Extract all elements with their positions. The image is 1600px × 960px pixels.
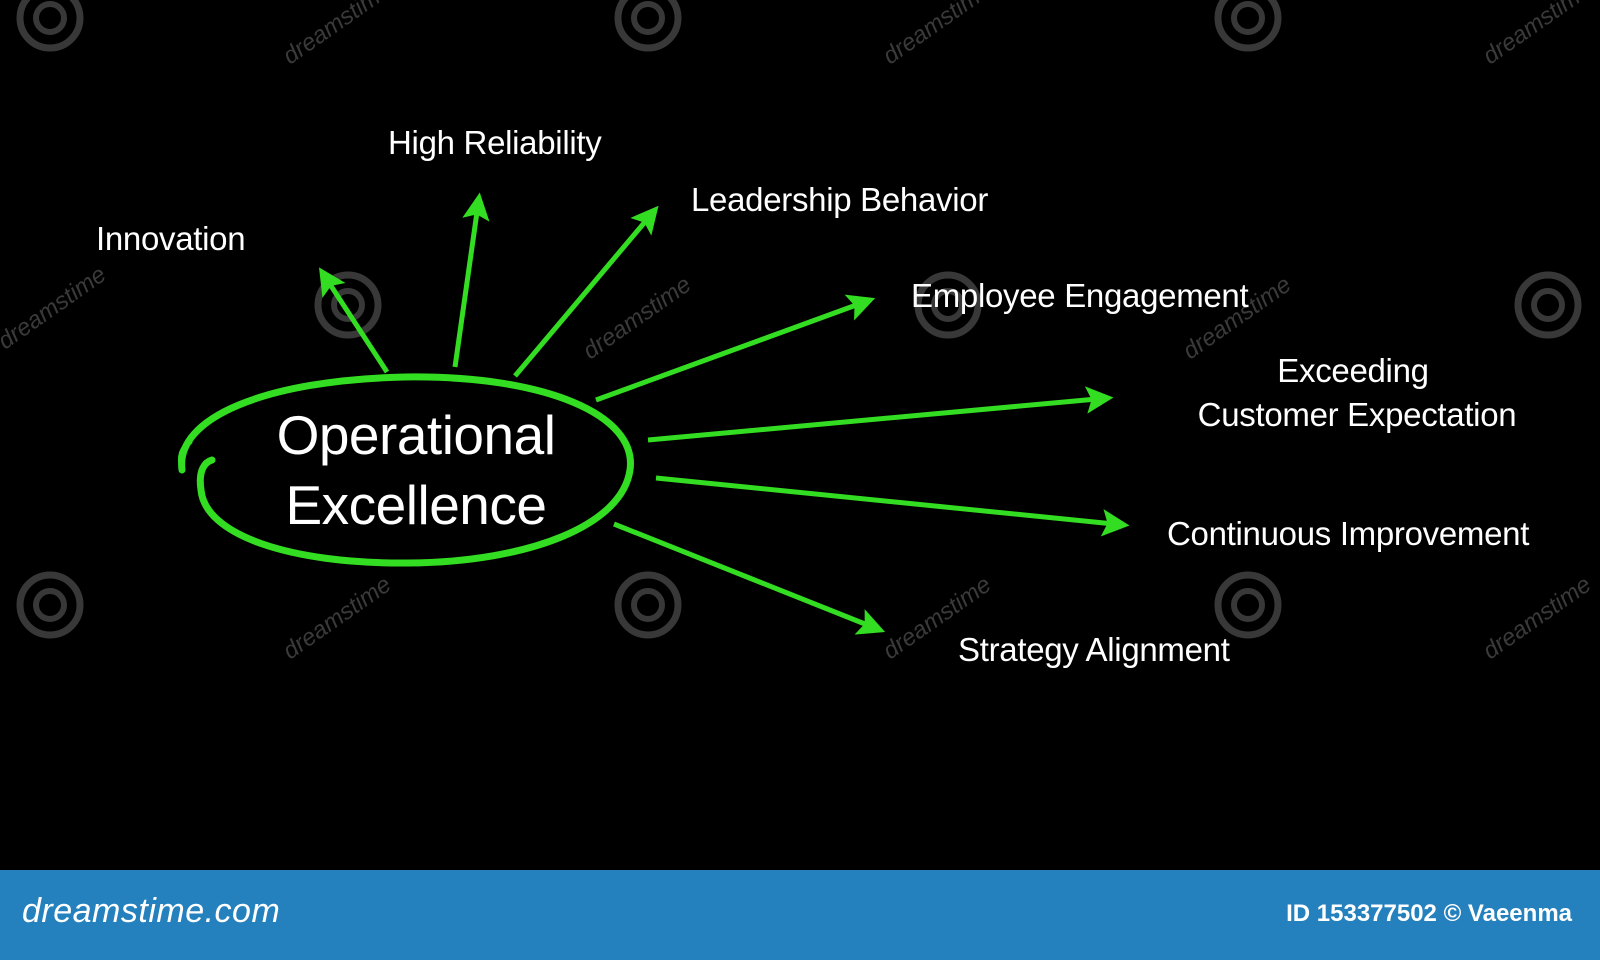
footer-bar: dreamstime.com ID 153377502 © Vaeenma [0, 870, 1600, 960]
spiral-logo-icon [614, 0, 682, 52]
spiral-logo-icon [314, 271, 382, 339]
node-label-leadership-behavior: Leadership Behavior [691, 181, 988, 218]
spiral-logo-icon [914, 271, 982, 339]
spiral-logo-icon [1214, 0, 1282, 52]
node-label-high-reliability: High Reliability [388, 124, 602, 161]
center-label-line1: Operational [277, 404, 556, 466]
center-label: Operational Excellence [277, 404, 556, 536]
node-label-employee-engagement: Employee Engagement [911, 277, 1248, 314]
node-label-innovation: Innovation [96, 220, 245, 257]
watermark-text: dreamstime [878, 0, 996, 70]
arrow-continuous-improvement [655, 475, 1130, 537]
watermark-text: dreamstime [1478, 571, 1596, 665]
center-label-line2: Excellence [286, 474, 547, 536]
arrow-exceeding-customer-expectation [647, 386, 1114, 443]
node-label-customer-expectation: Customer Expectation [1198, 396, 1517, 433]
watermark-text: dreamstime [278, 571, 396, 665]
node-label-continuous-improvement: Continuous Improvement [1167, 515, 1529, 552]
watermark-layer: dreamstime dreamstime dreamstime dreamst… [0, 0, 1596, 665]
spiral-logo-icon [16, 571, 84, 639]
arrow-strategy-alignment [613, 521, 886, 635]
footer-brand-logo: dreamstime.com [22, 892, 281, 930]
arrows [319, 192, 1130, 635]
center-ellipse [177, 373, 634, 567]
watermark-text: dreamstime [278, 0, 396, 70]
watermark-text: dreamstime [578, 271, 696, 365]
arrow-leadership-behavior [513, 205, 659, 378]
arrow-high-reliability [452, 192, 490, 368]
spiral-logo-icon [1514, 271, 1582, 339]
arrow-innovation [319, 267, 390, 374]
node-label-strategy-alignment: Strategy Alignment [958, 631, 1230, 668]
arrow-employee-engagement [595, 294, 876, 403]
node-labels: Innovation High Reliability Leadership B… [96, 124, 1530, 668]
watermark-text: dreamstime [0, 261, 111, 355]
diagram-graphic: dreamstime dreamstime dreamstime dreamst… [0, 0, 1596, 668]
node-label-exceeding: Exceeding [1277, 352, 1428, 389]
footer-image-credit: ID 153377502 © Vaeenma [1286, 900, 1572, 927]
spiral-logo-icon [1214, 571, 1282, 639]
spiral-logo-icon [16, 0, 84, 52]
spiral-logo-icon [614, 571, 682, 639]
watermark-text: dreamstime [1478, 0, 1596, 70]
